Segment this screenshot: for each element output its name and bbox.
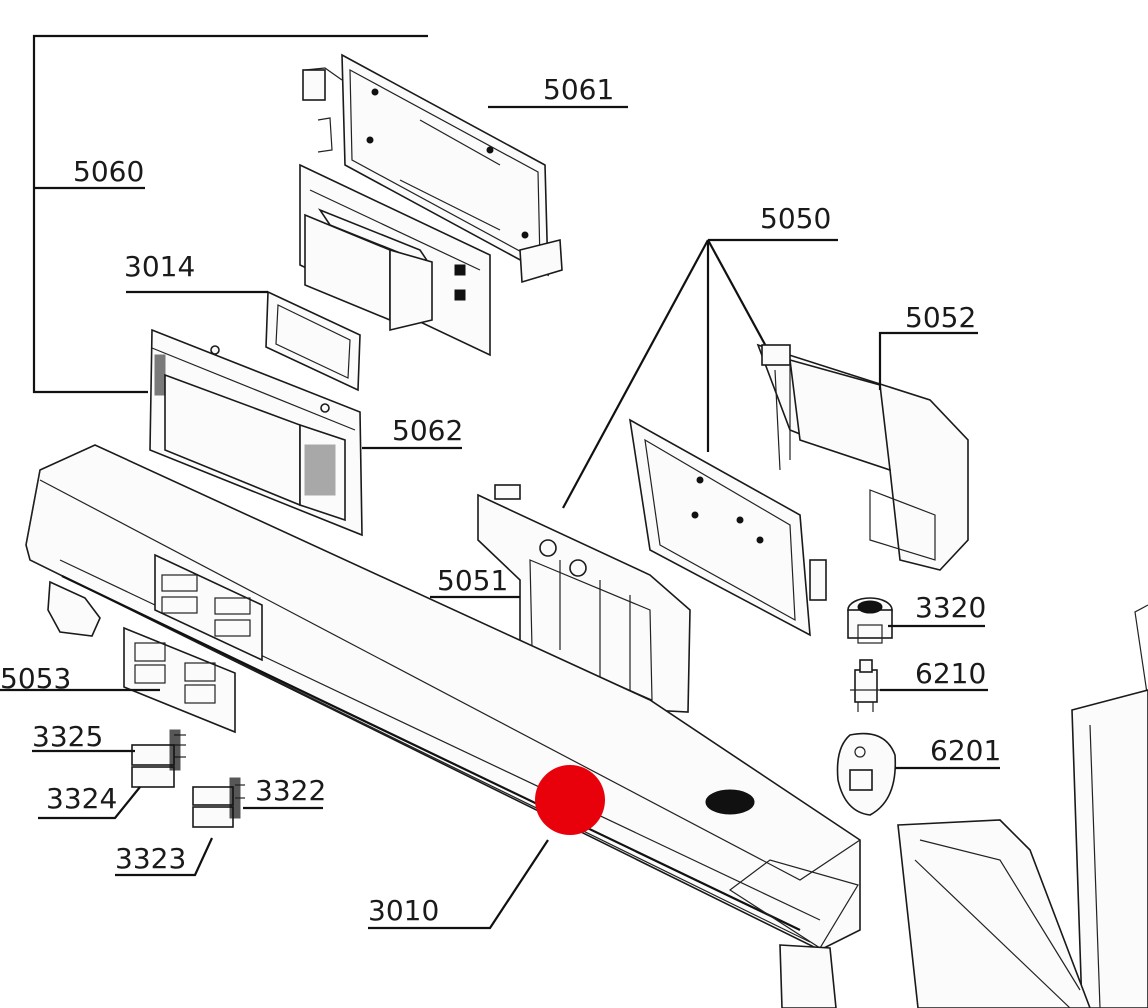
red-dot-marker-icon [535,765,605,835]
leader-3010 [368,839,549,930]
leader-3324 [38,786,141,820]
label-6201: 6201 [930,734,1001,767]
label-5050: 5050 [760,202,831,235]
label-5061: 5061 [543,73,614,106]
label-5053: 5053 [0,662,71,695]
part-3014-frame [265,290,361,392]
label-3323: 3323 [115,842,186,875]
part-3320-knob [847,597,893,644]
part-right-edge-panels [897,604,1148,1008]
part-5061-board [302,53,563,284]
label-6210: 6210 [915,657,986,690]
part-6201-sensor [836,732,897,816]
part-3010-control-panel [25,444,861,1008]
part-5062-housing [149,328,363,537]
leader-5050 [562,238,838,509]
part-6210-switch [850,659,882,712]
part-5052-cover [756,343,969,571]
label-5052: 5052 [905,301,976,334]
label-5051: 5051 [437,564,508,597]
part-5050-pcb [628,418,827,637]
label-5060: 5060 [73,155,144,188]
bracket-5060 [32,34,428,394]
label-3010: 3010 [368,894,439,927]
leader-3323 [115,837,213,877]
part-3325-3324-buttons [131,729,186,788]
label-3320: 3320 [915,591,986,624]
leader-5052 [878,331,978,390]
part-3322-3323-buttons [192,777,245,828]
part-5053-membrane [123,626,236,734]
label-5062: 5062 [392,414,463,447]
label-3014: 3014 [124,250,195,283]
label-3324: 3324 [46,782,117,815]
label-3322: 3322 [255,774,326,807]
label-3325: 3325 [32,720,103,753]
part-5060-display-module [299,163,491,357]
